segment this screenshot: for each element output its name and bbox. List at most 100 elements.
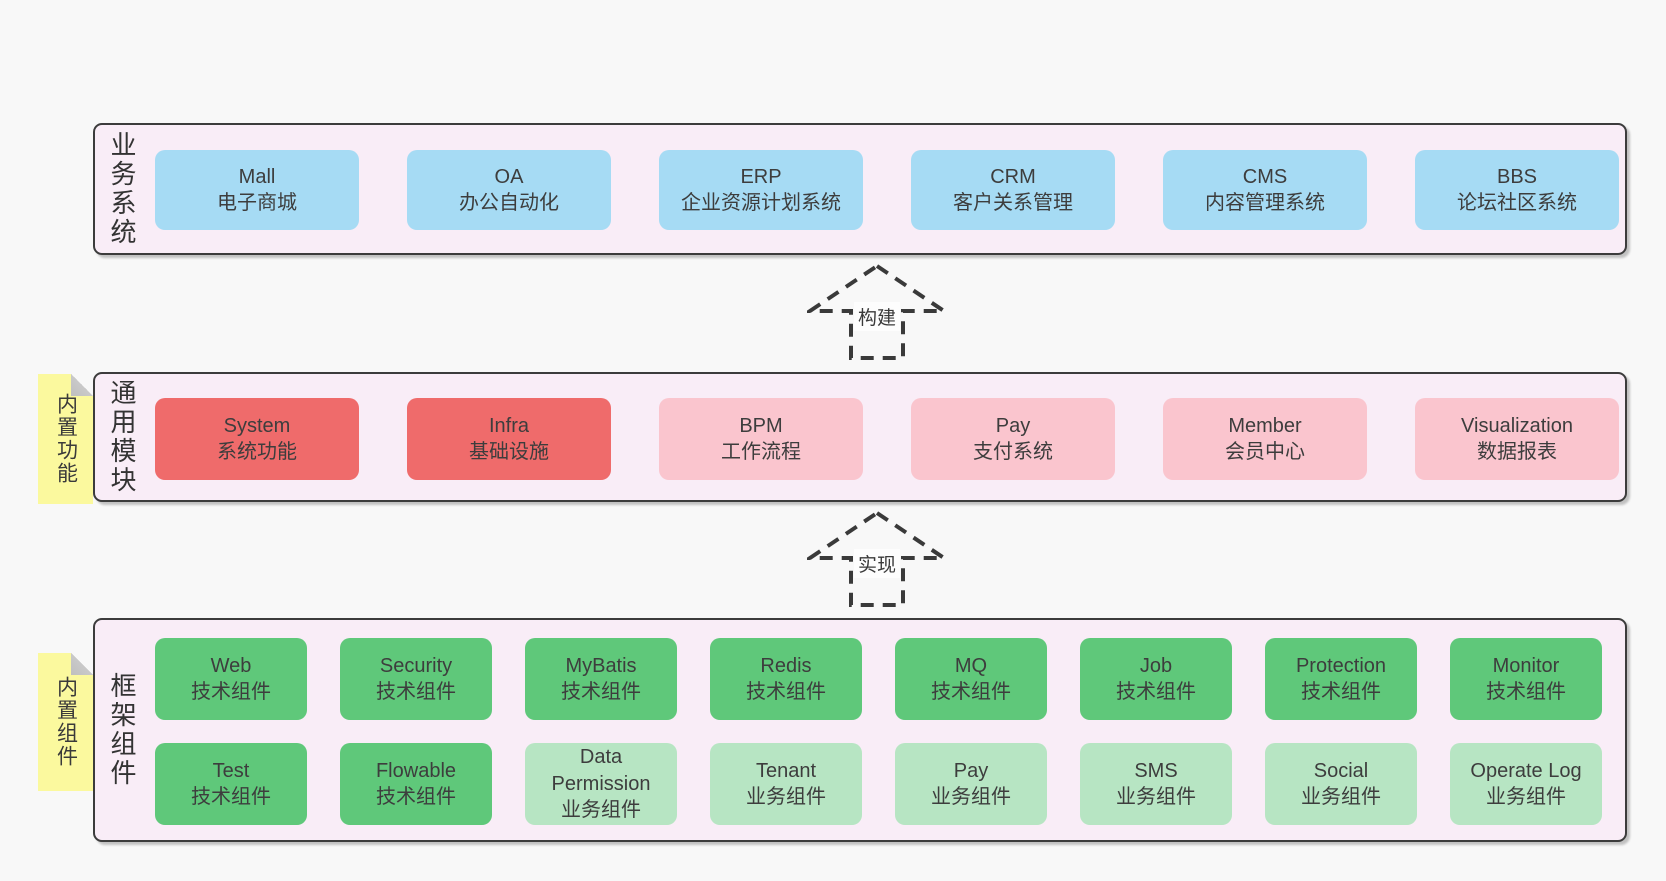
box-mq: MQ 技术组件 xyxy=(895,638,1047,720)
box-title: Redis xyxy=(760,654,812,677)
box-subtitle: 技术组件 xyxy=(561,681,641,703)
sticky-note-built-in-features: 内置功能 xyxy=(38,374,93,504)
implement-arrow: 实现 xyxy=(807,510,947,608)
box-social: Social 业务组件 xyxy=(1265,743,1417,825)
box-subtitle: 数据报表 xyxy=(1477,441,1557,463)
box-flowable: Flowable 技术组件 xyxy=(340,743,492,825)
box-subtitle: 基础设施 xyxy=(469,441,549,463)
folded-corner-icon xyxy=(71,653,93,675)
box-subtitle: 技术组件 xyxy=(1116,681,1196,703)
box-subtitle: 工作流程 xyxy=(721,441,801,463)
box-sms: SMS 业务组件 xyxy=(1080,743,1232,825)
box-title: Tenant xyxy=(755,759,817,782)
box-title: Data Permission xyxy=(551,746,651,795)
box-redis: Redis 技术组件 xyxy=(710,638,862,720)
box-title: Job xyxy=(1139,654,1173,677)
box-infra: Infra 基础设施 xyxy=(407,398,611,480)
box-web: Web 技术组件 xyxy=(155,638,307,720)
box-subtitle: 技术组件 xyxy=(191,681,271,703)
box-crm: CRM 客户关系管理 xyxy=(911,150,1115,230)
box-title: CRM xyxy=(990,165,1036,188)
box-mybatis: MyBatis 技术组件 xyxy=(525,638,677,720)
box-title: Social xyxy=(1313,759,1369,782)
box-operate-log: Operate Log 业务组件 xyxy=(1450,743,1602,825)
box-monitor: Monitor 技术组件 xyxy=(1450,638,1602,720)
box-data-permission: Data Permission 业务组件 xyxy=(525,743,677,825)
box-subtitle: 技术组件 xyxy=(376,681,456,703)
box-oa: OA 办公自动化 xyxy=(407,150,611,230)
box-subtitle: 业务组件 xyxy=(1116,786,1196,808)
implement-arrow-label: 实现 xyxy=(853,549,901,578)
box-title: OA xyxy=(494,165,524,188)
sticky-note-label: 内置功能 xyxy=(54,393,78,485)
box-title: ERP xyxy=(740,165,782,188)
box-subtitle: 业务组件 xyxy=(561,799,641,822)
box-subtitle: 客户关系管理 xyxy=(953,192,1073,214)
box-title: Mall xyxy=(238,165,276,188)
framework-components-panel-label: 框架组件 xyxy=(107,672,137,788)
box-subtitle: 业务组件 xyxy=(931,786,1011,808)
box-title: CMS xyxy=(1242,165,1288,188)
box-subtitle: 技术组件 xyxy=(1301,681,1381,703)
box-member: Member 会员中心 xyxy=(1163,398,1367,480)
box-cms: CMS 内容管理系统 xyxy=(1163,150,1367,230)
box-protection: Protection 技术组件 xyxy=(1265,638,1417,720)
business-systems-panel-label: 业务系统 xyxy=(107,131,137,247)
common-modules-panel-label: 通用模块 xyxy=(107,379,137,495)
box-title: BBS xyxy=(1496,165,1538,188)
common-modules-panel: 通用模块 System 系统功能 Infra 基础设施 BPM 工作流程 Pay… xyxy=(93,372,1627,502)
box-title: MyBatis xyxy=(565,654,637,677)
folded-corner-icon xyxy=(71,374,93,396)
box-title: System xyxy=(223,414,291,437)
build-arrow: 构建 xyxy=(807,263,947,361)
box-subtitle: 会员中心 xyxy=(1225,441,1305,463)
build-arrow-label: 构建 xyxy=(853,302,901,331)
box-title: Monitor xyxy=(1492,654,1560,677)
sticky-note-built-in-components: 内置组件 xyxy=(38,653,93,791)
box-subtitle: 业务组件 xyxy=(746,786,826,808)
box-title: BPM xyxy=(739,414,783,437)
box-subtitle: 论坛社区系统 xyxy=(1457,192,1577,214)
box-subtitle: 技术组件 xyxy=(191,786,271,808)
box-title: SMS xyxy=(1134,759,1178,782)
box-title: Infra xyxy=(488,414,530,437)
framework-components-panel: 框架组件 Web 技术组件 Security 技术组件 MyBatis 技术组件… xyxy=(93,618,1627,842)
box-subtitle: 企业资源计划系统 xyxy=(681,192,841,214)
box-subtitle: 技术组件 xyxy=(931,681,1011,703)
box-security: Security 技术组件 xyxy=(340,638,492,720)
box-test: Test 技术组件 xyxy=(155,743,307,825)
box-title: MQ xyxy=(954,654,988,677)
box-bbs: BBS 论坛社区系统 xyxy=(1415,150,1619,230)
box-title: Protection xyxy=(1295,654,1387,677)
box-title: Pay xyxy=(995,414,1031,437)
box-title: Web xyxy=(210,654,252,677)
box-title: Visualization xyxy=(1461,414,1573,437)
box-tenant: Tenant 业务组件 xyxy=(710,743,862,825)
business-systems-panel: 业务系统 Mall 电子商城 OA 办公自动化 ERP 企业资源计划系统 CRM… xyxy=(93,123,1627,255)
box-title: Operate Log xyxy=(1470,759,1582,782)
box-bpm: BPM 工作流程 xyxy=(659,398,863,480)
box-subtitle: 技术组件 xyxy=(1486,681,1566,703)
box-subtitle: 电子商城 xyxy=(217,192,297,214)
box-title: Flowable xyxy=(375,759,457,782)
box-mall: Mall 电子商城 xyxy=(155,150,359,230)
box-subtitle: 支付系统 xyxy=(973,441,1053,463)
box-erp: ERP 企业资源计划系统 xyxy=(659,150,863,230)
box-subtitle: 办公自动化 xyxy=(459,192,559,214)
box-system: System 系统功能 xyxy=(155,398,359,480)
box-pay-module: Pay 支付系统 xyxy=(911,398,1115,480)
box-subtitle: 内容管理系统 xyxy=(1205,192,1325,214)
box-title: Member xyxy=(1228,414,1302,437)
box-job: Job 技术组件 xyxy=(1080,638,1232,720)
box-subtitle: 技术组件 xyxy=(746,681,826,703)
box-subtitle: 系统功能 xyxy=(217,441,297,463)
sticky-note-label: 内置组件 xyxy=(54,676,78,768)
box-title: Security xyxy=(379,654,453,677)
box-title: Test xyxy=(212,759,250,782)
box-subtitle: 技术组件 xyxy=(376,786,456,808)
box-visualization: Visualization 数据报表 xyxy=(1415,398,1619,480)
box-pay-component: Pay 业务组件 xyxy=(895,743,1047,825)
box-title: Pay xyxy=(953,759,989,782)
box-subtitle: 业务组件 xyxy=(1486,786,1566,808)
